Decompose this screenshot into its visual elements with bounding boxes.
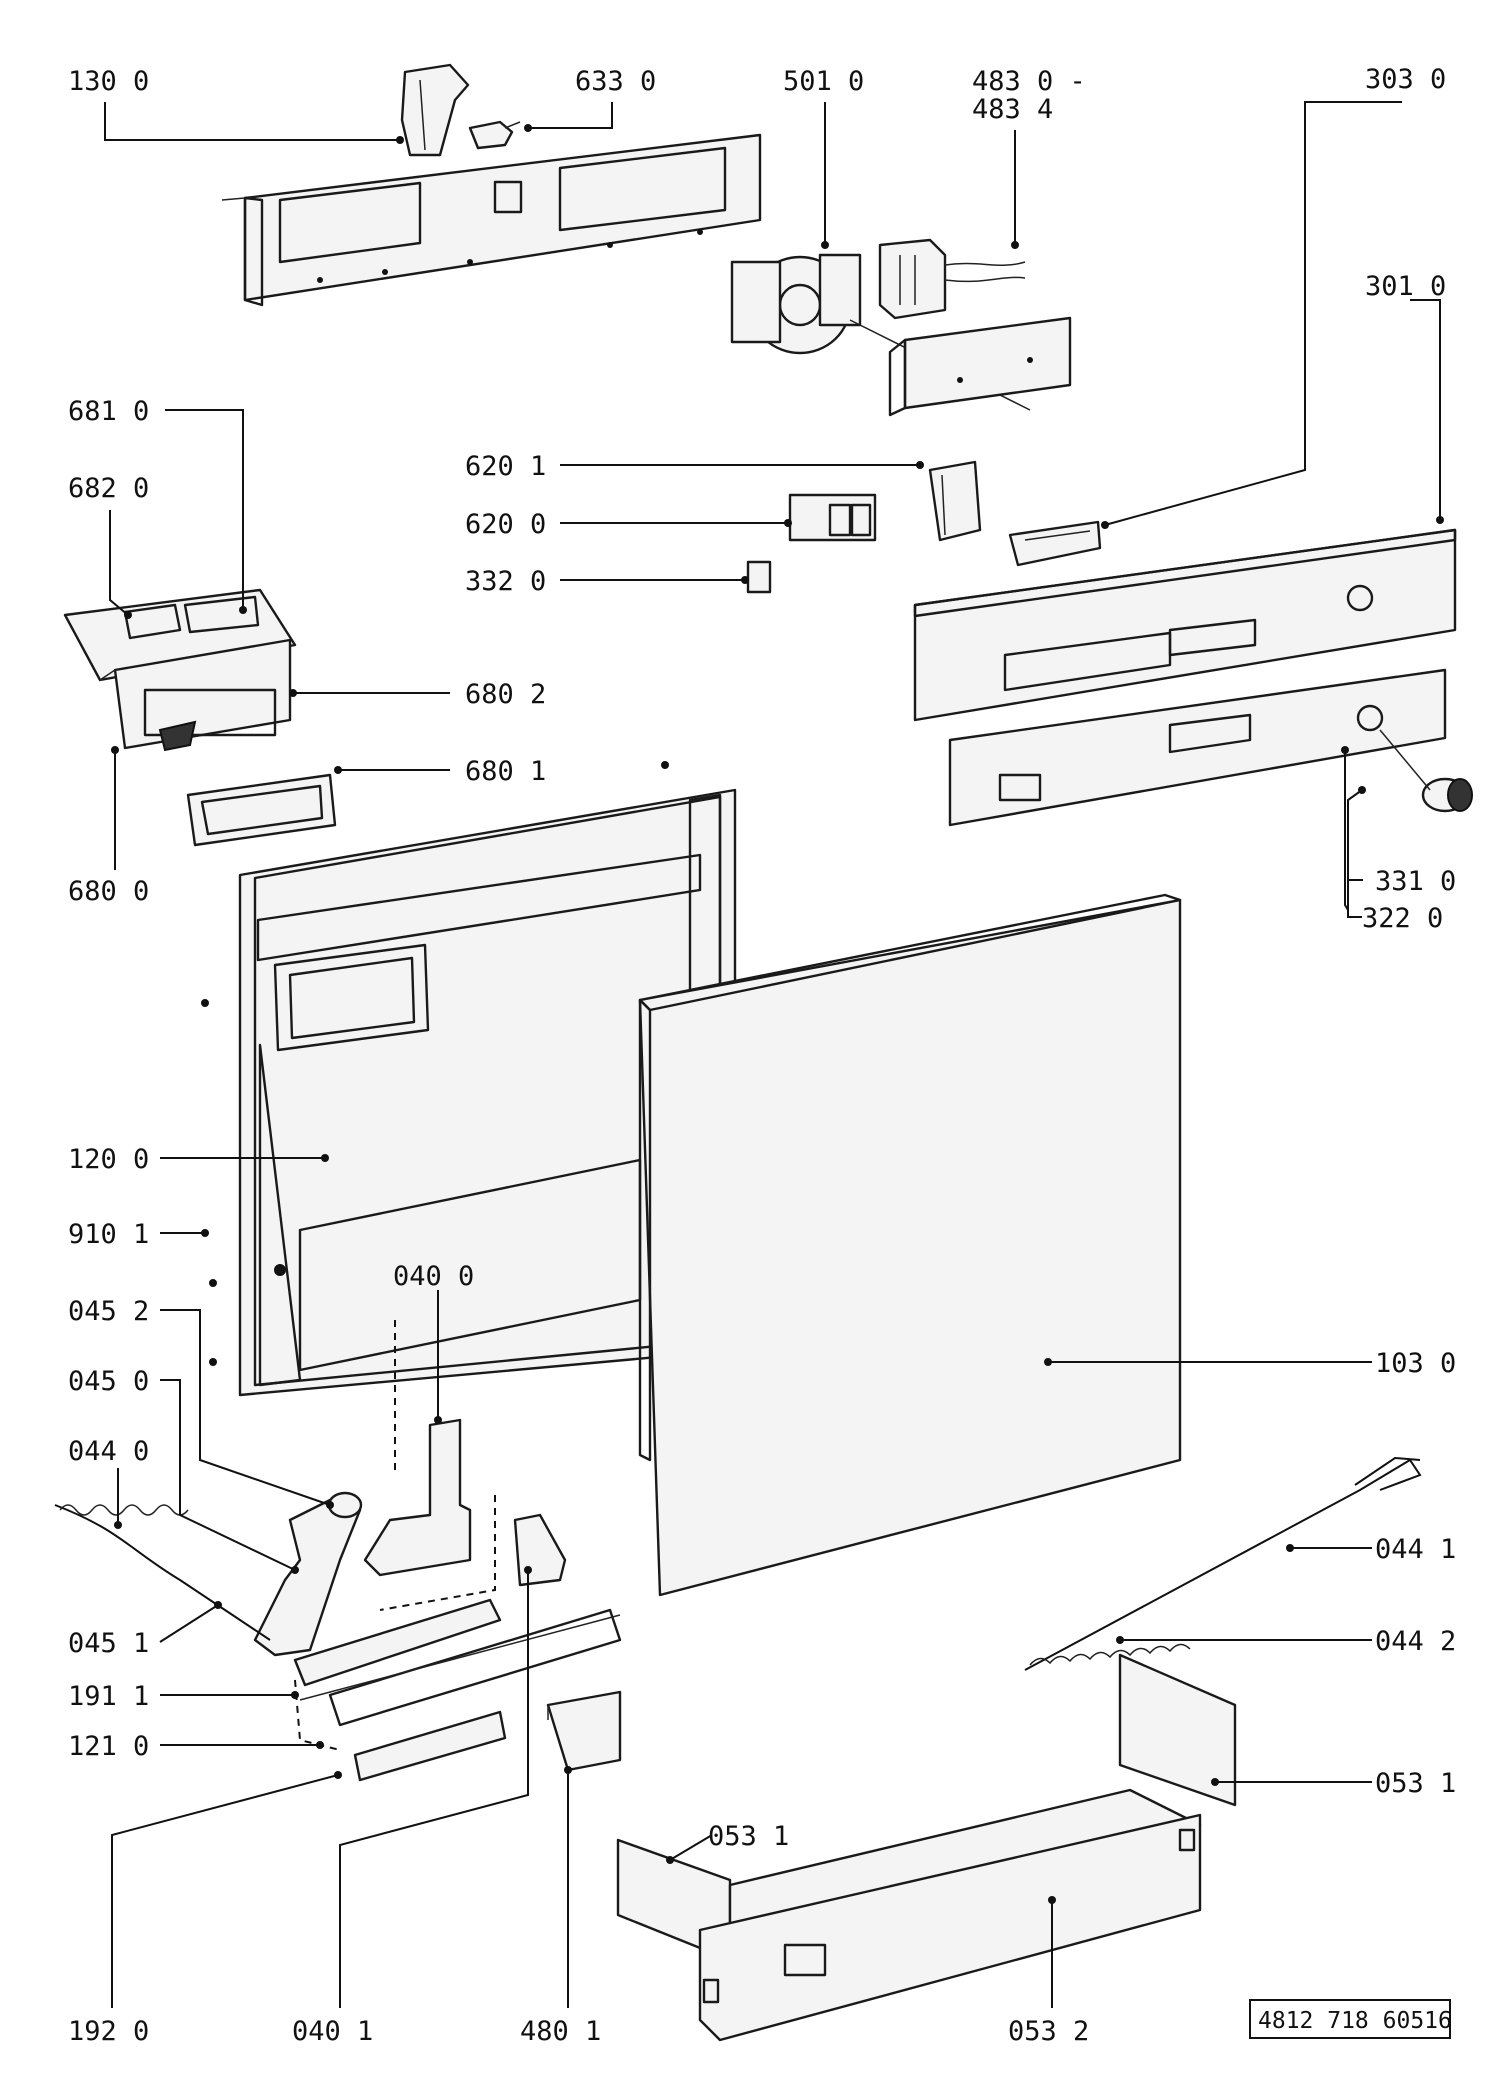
label-103-0: 103 0 xyxy=(1375,1348,1456,1379)
part-labels: 130 0 633 0 501 0 483 0 - 483 4 303 0 30… xyxy=(68,64,1456,2047)
label-620-0: 620 0 xyxy=(465,509,546,540)
part-hinge-rail-assembly xyxy=(293,1598,622,1782)
reference-number-box: 4812 718 60516 xyxy=(1249,1999,1452,2039)
label-053-1-inner: 053 1 xyxy=(708,1821,789,1852)
part-inner-door xyxy=(238,788,737,1397)
leader-lines xyxy=(104,101,1444,2008)
label-191-1: 191 1 xyxy=(68,1681,149,1712)
label-044-0: 044 0 xyxy=(68,1436,149,1467)
label-501-0: 501 0 xyxy=(783,66,864,97)
label-121-0: 121 0 xyxy=(68,1731,149,1762)
label-633-0: 633 0 xyxy=(575,66,656,97)
label-045-2: 045 2 xyxy=(68,1296,149,1327)
part-front-strip xyxy=(948,668,1447,827)
part-hinge-bracket xyxy=(363,1320,496,1611)
part-top-bracket xyxy=(221,133,762,307)
part-hinge-plate xyxy=(513,1513,567,1587)
label-053-2: 053 2 xyxy=(1008,2016,1089,2047)
label-040-0: 040 0 xyxy=(393,1261,474,1292)
part-switch-633 xyxy=(468,120,521,150)
label-480-1: 480 1 xyxy=(520,2016,601,2047)
part-detergent-dispenser xyxy=(63,588,297,752)
part-hinge-arm xyxy=(253,1491,363,1657)
label-040-1: 040 1 xyxy=(292,2016,373,2047)
part-outer-door xyxy=(638,893,1182,1597)
label-120-0: 120 0 xyxy=(68,1144,149,1175)
part-control-handle xyxy=(1008,520,1102,567)
label-483-4: 483 4 xyxy=(972,94,1053,125)
label-045-1: 045 1 xyxy=(68,1628,149,1659)
part-right-spring-rod xyxy=(1024,1456,1422,1671)
label-483-0: 483 0 - xyxy=(972,66,1086,97)
label-303-0: 303 0 xyxy=(1365,64,1446,95)
label-680-0: 680 0 xyxy=(68,876,149,907)
label-620-1: 620 1 xyxy=(465,451,546,482)
label-680-1: 680 1 xyxy=(465,756,546,787)
label-053-1-right: 053 1 xyxy=(1375,1768,1456,1799)
label-331-0: 331 0 xyxy=(1375,866,1456,897)
reference-number: 4812 718 60516 xyxy=(1258,2008,1452,2034)
part-relay-bracket-620-1 xyxy=(928,460,982,542)
label-130-0: 130 0 xyxy=(68,66,149,97)
part-relay-620-0 xyxy=(788,493,877,542)
part-timer-motor xyxy=(730,253,1031,411)
part-fuse-332 xyxy=(746,560,772,594)
part-small-plate xyxy=(546,1690,622,1772)
part-timer-bracket xyxy=(888,316,1072,417)
label-301-0: 301 0 xyxy=(1365,271,1446,302)
part-connector-block xyxy=(878,238,1026,320)
part-hinge-clip-130 xyxy=(400,63,470,157)
label-682-0: 682 0 xyxy=(68,473,149,504)
label-681-0: 681 0 xyxy=(68,396,149,427)
label-044-1: 044 1 xyxy=(1375,1534,1456,1565)
label-680-2: 680 2 xyxy=(465,679,546,710)
part-control-panel xyxy=(913,528,1457,722)
part-knob xyxy=(1379,729,1473,813)
part-left-spring xyxy=(54,1504,271,1641)
part-kick-plate xyxy=(616,1653,1237,2042)
label-910-1: 910 1 xyxy=(68,1219,149,1250)
label-044-2: 044 2 xyxy=(1375,1626,1456,1657)
part-dispenser-gasket xyxy=(186,773,337,847)
label-045-0: 045 0 xyxy=(68,1366,149,1397)
label-192-0: 192 0 xyxy=(68,2016,149,2047)
label-332-0: 332 0 xyxy=(465,566,546,597)
label-322-0: 322 0 xyxy=(1362,903,1443,934)
screw-set xyxy=(201,761,669,1366)
